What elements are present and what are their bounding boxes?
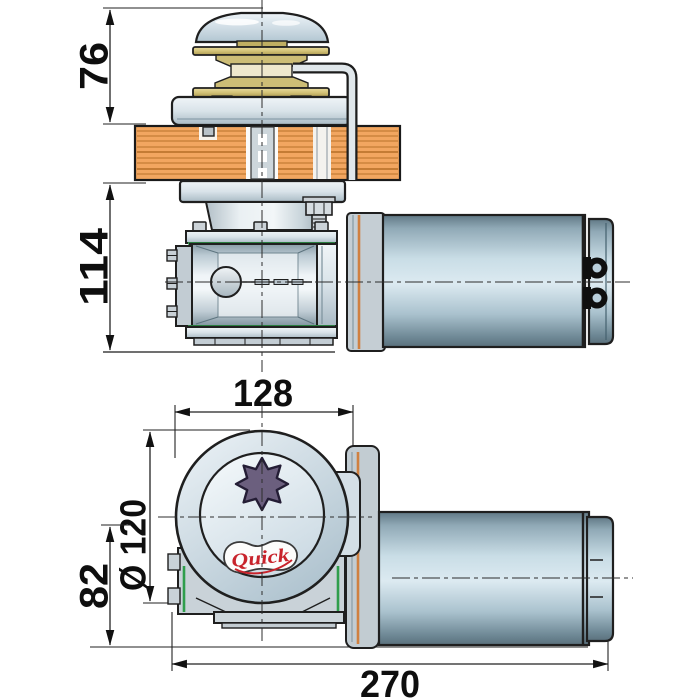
clutch-star-knob: [234, 456, 290, 512]
dim-label-114: 114: [73, 227, 117, 306]
motor-body: [381, 213, 587, 349]
gearbox-end-cap: [175, 245, 193, 327]
gearbox-side: [166, 221, 338, 346]
end-cap-bolts: [166, 249, 178, 318]
motor-terminals: [583, 257, 608, 309]
cap-highlight: [215, 18, 259, 26]
dim-label-diameter-120: Ø 120: [113, 499, 154, 591]
capstan-drum: [192, 11, 330, 101]
dim-label-270: 270: [360, 664, 420, 700]
dim-label-128: 128: [233, 373, 293, 415]
mounting-plate: [213, 611, 345, 624]
deck-plank: [133, 124, 402, 182]
rope-guide-pipe: [293, 62, 358, 180]
dim-label-82: 82: [73, 563, 117, 609]
dimension-height-above-deck: [103, 7, 263, 125]
motor-front: [345, 445, 615, 649]
dim-label-76: 76: [73, 42, 117, 90]
dimension-overall-length: [171, 612, 609, 671]
side-elevation-view: 76 114: [73, 0, 630, 372]
front-view: 128 Ø 120 82 270: [73, 373, 633, 700]
deck-stud-hole: [313, 127, 331, 179]
gearbox-feet: [193, 337, 334, 346]
dimension-base-height: [90, 524, 588, 648]
quick-logo-badge: Quick: [223, 539, 298, 575]
